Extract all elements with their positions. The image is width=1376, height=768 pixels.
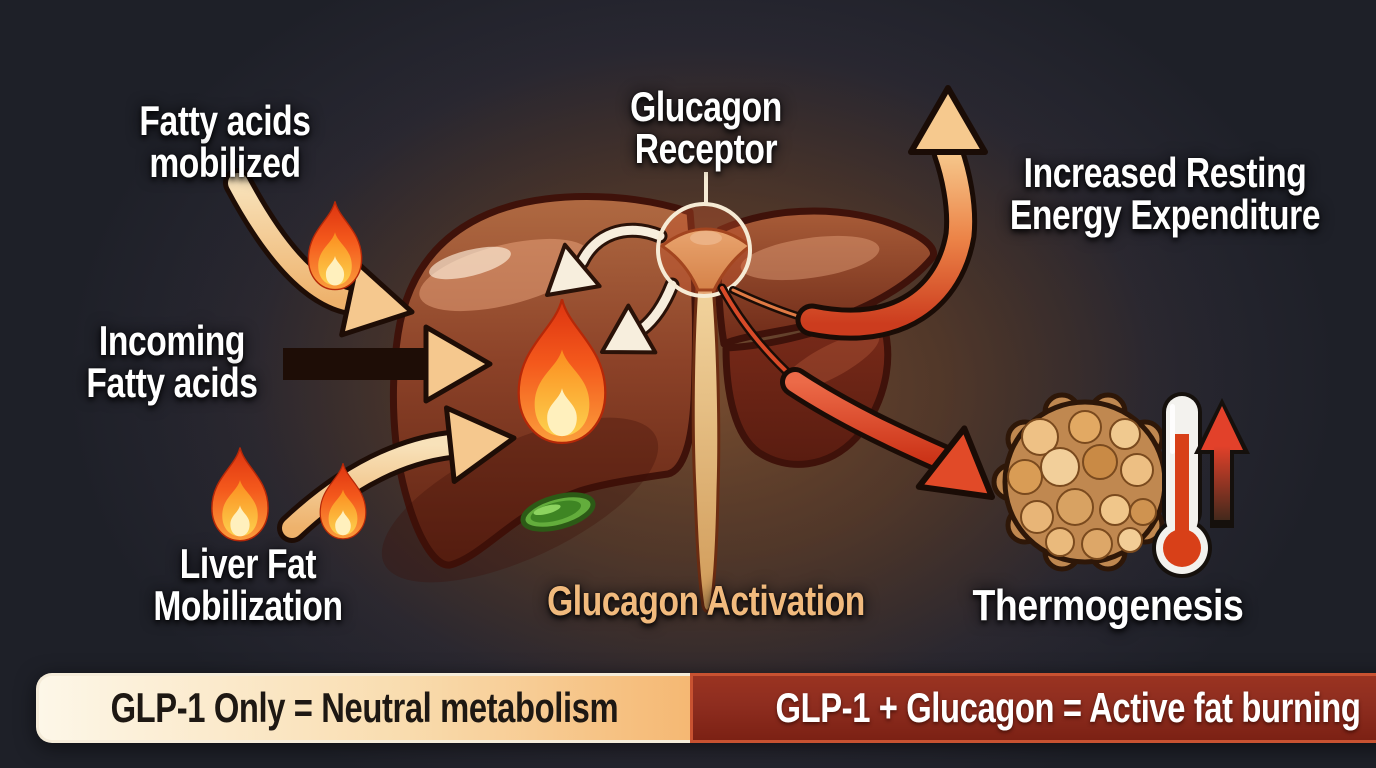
- label-line: Fatty acids: [139, 97, 311, 144]
- label-line: Increased Resting: [1023, 149, 1307, 196]
- label-glucagon-receptor: Glucagon Receptor: [586, 86, 826, 170]
- gallbladder-icon: [520, 492, 596, 532]
- comparison-banner: GLP-1 Only = Neutral metabolism GLP-1 + …: [36, 673, 1376, 743]
- liver-bottom-shade: [381, 417, 659, 583]
- label-line: Liver Fat: [179, 540, 317, 587]
- liver-illustration: [381, 193, 937, 613]
- label-liver-fat-mobilization: Liver Fat Mobilization: [128, 543, 368, 627]
- fat-cells-icon: [991, 392, 1179, 572]
- thermogenesis-arrow: [717, 283, 1015, 526]
- label-line: Mobilization: [153, 582, 343, 629]
- label-increased-resting-energy-expenditure: Increased Resting Energy Expenditure: [997, 152, 1333, 236]
- receptor-tint: [660, 206, 748, 294]
- banner-left-text: GLP-1 Only = Neutral metabolism: [110, 684, 619, 731]
- label-line: Fatty acids: [86, 359, 258, 406]
- thermometer-icon: [1152, 392, 1212, 578]
- liver-left-gloss: [419, 238, 591, 312]
- liver-right-gloss: [740, 235, 880, 281]
- up-arrow-icon: [1194, 398, 1250, 528]
- label-line: mobilized: [149, 139, 301, 186]
- incoming-fatty-acid-arrows: [223, 168, 518, 543]
- label-line: Incoming: [98, 317, 246, 364]
- label-thermogenesis: Thermogenesis: [972, 581, 1244, 630]
- label-line: Energy Expenditure: [1009, 191, 1321, 238]
- label-line: Thermogenesis: [972, 581, 1244, 630]
- banner-right-text: GLP-1 + Glucagon = Active fat burning: [775, 684, 1361, 731]
- receptor-signal-arrows: [527, 172, 752, 378]
- label-line: Glucagon Activation: [547, 577, 865, 624]
- receptor-shine: [690, 231, 722, 245]
- energy-expenditure-arrow: [729, 88, 985, 341]
- label-line: Receptor: [634, 125, 778, 172]
- banner-glp1-plus-glucagon: GLP-1 + Glucagon = Active fat burning: [689, 673, 1376, 743]
- label-glucagon-activation: Glucagon Activation: [546, 580, 866, 622]
- liver-left-shine: [429, 246, 511, 280]
- glucagon-receptor-shape: [660, 227, 752, 292]
- label-line: Glucagon: [630, 83, 782, 130]
- label-fatty-acids-mobilized: Fatty acids mobilized: [105, 100, 345, 184]
- liver-ligament: [691, 283, 721, 613]
- banner-glp1-only: GLP-1 Only = Neutral metabolism: [36, 673, 690, 743]
- label-incoming-fatty-acids: Incoming Fatty acids: [52, 320, 292, 404]
